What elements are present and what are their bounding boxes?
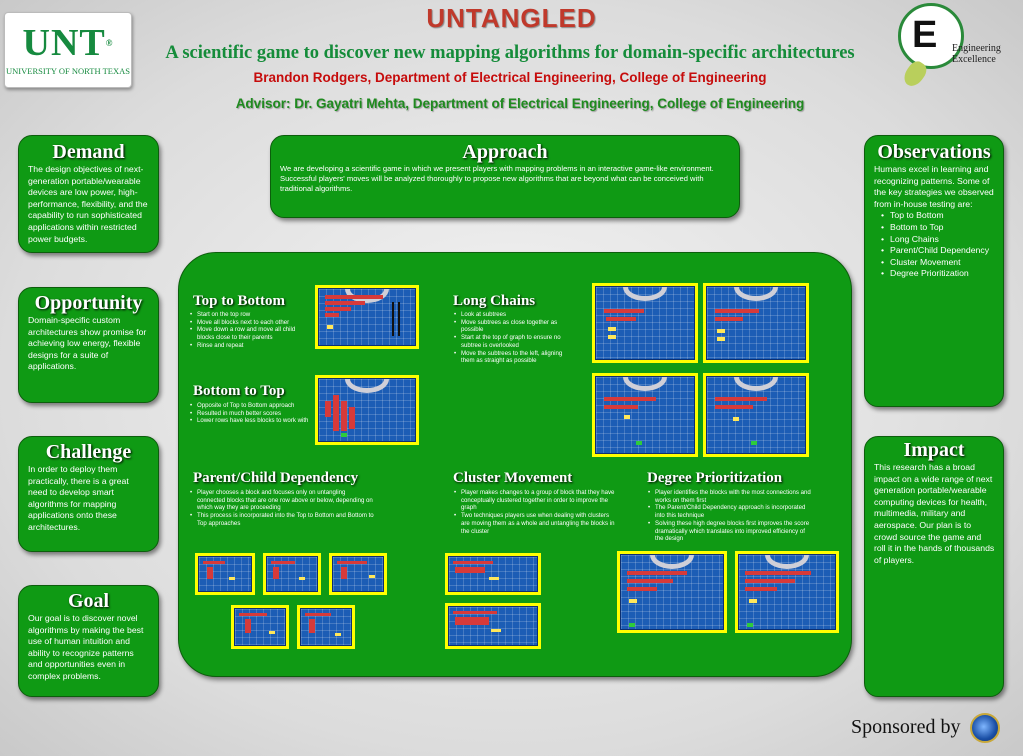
observation-item: Cluster Movement xyxy=(881,257,1003,269)
strategy-item: The Parent/Child Dependency approach is … xyxy=(647,504,813,519)
impact-text: This research has a broad impact on a wi… xyxy=(874,462,995,565)
impact-title: Impact xyxy=(903,439,965,461)
game-screenshot-cluster-1 xyxy=(445,553,541,595)
challenge-panel: Challenge In order to deploy them practi… xyxy=(18,436,159,552)
cluster-movement-list: Player makes changes to a group of block… xyxy=(453,489,619,535)
bottom-to-top-list: Opposite of Top to Bottom approach Resul… xyxy=(189,402,311,425)
strategy-item: Lower rows have less blocks to work with xyxy=(189,417,311,425)
observations-list: Top to Bottom Bottom to Top Long Chains … xyxy=(865,210,1003,280)
approach-text: We are developing a scientific game in w… xyxy=(280,164,714,193)
strategy-item: Look at subtrees xyxy=(453,311,571,319)
challenge-title: Challenge xyxy=(45,441,132,463)
strategy-item: Two techniques players use when dealing … xyxy=(453,512,619,535)
game-screenshot-degree-1 xyxy=(617,551,727,633)
cluster-movement-title: Cluster Movement xyxy=(453,470,573,486)
logo-letter: E xyxy=(912,14,938,56)
nsf-logo-icon xyxy=(970,713,1000,743)
game-screenshot-parent-child-5 xyxy=(297,605,355,649)
game-screenshot-bottom-to-top xyxy=(315,375,419,445)
logo-text: Engineering Excellence xyxy=(952,43,1001,65)
top-to-bottom-title: Top to Bottom xyxy=(193,293,285,309)
advisor-line: Advisor: Dr. Gayatri Mehta, Department o… xyxy=(235,96,805,111)
observation-item: Parent/Child Dependency xyxy=(881,245,1003,257)
unt-logo: UNT® UNIVERSITY OF NORTH TEXAS xyxy=(4,12,132,88)
strategy-item: Move subtrees as close together as possi… xyxy=(453,319,571,334)
engineering-excellence-logo: E Engineering Excellence xyxy=(896,3,1020,93)
parent-child-list: Player chooses a block and focuses only … xyxy=(189,489,375,528)
opportunity-text: Domain-specific custom architectures sho… xyxy=(28,315,147,372)
observation-item: Degree Prioritization xyxy=(881,268,1003,280)
challenge-text: In order to deploy them practically, the… xyxy=(28,464,129,532)
game-screenshot-degree-2 xyxy=(735,551,839,633)
opportunity-title: Opportunity xyxy=(34,292,143,314)
degree-prioritization-list: Player identifies the blocks with the mo… xyxy=(647,489,813,543)
observations-title: Observations xyxy=(877,141,991,163)
author-line: Brandon Rodgers, Department of Electrica… xyxy=(253,70,767,85)
logo-text-line-1: Engineering xyxy=(952,43,1001,54)
opportunity-panel: Opportunity Domain-specific custom archi… xyxy=(18,287,159,403)
demand-title: Demand xyxy=(52,141,125,163)
observation-item: Long Chains xyxy=(881,234,1003,246)
demand-panel: Demand The design objectives of next-gen… xyxy=(18,135,159,253)
logo-ring xyxy=(898,3,964,69)
game-screenshot-long-chains-3 xyxy=(592,373,698,457)
poster-subtitle: A scientific game to discover new mappin… xyxy=(165,43,855,63)
logo-text-line-2: Excellence xyxy=(952,54,996,65)
game-screenshot-parent-child-1 xyxy=(195,553,255,595)
unt-logo-subtitle: UNIVERSITY OF NORTH TEXAS xyxy=(6,66,130,76)
strategy-item: Player identifies the blocks with the mo… xyxy=(647,489,813,504)
strategy-item: Resulted in much better scores xyxy=(189,410,311,418)
observation-item: Top to Bottom xyxy=(881,210,1003,222)
game-screenshot-top-to-bottom xyxy=(315,285,419,349)
strategy-item: Solving these high degree blocks first i… xyxy=(647,520,813,543)
strategy-item: Rinse and repeat xyxy=(189,342,311,350)
bottom-to-top-title: Bottom to Top xyxy=(193,383,285,399)
strategy-item: Move all blocks next to each other xyxy=(189,319,311,327)
approach-title: Approach xyxy=(462,141,548,163)
observation-item: Bottom to Top xyxy=(881,222,1003,234)
game-screenshot-long-chains-4 xyxy=(703,373,809,457)
impact-panel: Impact This research has a broad impact … xyxy=(864,436,1004,697)
strategy-item: Move down a row and move all child block… xyxy=(189,326,311,341)
strategy-item: This process is incorporated into the To… xyxy=(189,512,375,527)
degree-prioritization-title: Degree Prioritization xyxy=(647,470,783,486)
long-chains-title: Long Chains xyxy=(453,293,536,309)
long-chains-list: Look at subtrees Move subtrees as close … xyxy=(453,311,571,365)
top-to-bottom-list: Start on the top row Move all blocks nex… xyxy=(189,311,311,350)
game-screenshot-long-chains-1 xyxy=(592,283,698,363)
goal-text: Our goal is to discover novel algorithms… xyxy=(28,613,144,681)
game-screenshot-parent-child-3 xyxy=(329,553,387,595)
game-screenshot-parent-child-2 xyxy=(263,553,321,595)
strategy-item: Player chooses a block and focuses only … xyxy=(189,489,375,512)
unt-logo-mark: UNT® xyxy=(22,22,114,64)
goal-title: Goal xyxy=(67,590,110,612)
demand-text: The design objectives of next-generation… xyxy=(28,164,148,244)
game-screenshot-parent-child-4 xyxy=(231,605,289,649)
observations-intro: Humans excel in learning and recognizing… xyxy=(874,164,994,209)
goal-panel: Goal Our goal is to discover novel algor… xyxy=(18,585,159,697)
sponsor-text: Sponsored by xyxy=(851,716,961,738)
poster-title: UNTANGLED xyxy=(426,3,597,33)
parent-child-title: Parent/Child Dependency xyxy=(193,470,359,486)
strategy-item: Opposite of Top to Bottom approach xyxy=(189,402,311,410)
strategy-item: Start on the top row xyxy=(189,311,311,319)
game-screenshot-cluster-2 xyxy=(445,603,541,649)
strategy-item: Start at the top of graph to ensure no s… xyxy=(453,334,571,349)
strategy-item: Player makes changes to a group of block… xyxy=(453,489,619,512)
strategy-item: Move the subtrees to the left, aligning … xyxy=(453,350,571,365)
strategies-panel: Top to Bottom Start on the top row Move … xyxy=(178,252,852,677)
game-screenshot-long-chains-2 xyxy=(703,283,809,363)
approach-panel: Approach We are developing a scientific … xyxy=(270,135,740,218)
observations-panel: Observations Humans excel in learning an… xyxy=(864,135,1004,407)
up-down-arrow-icon xyxy=(391,302,400,337)
